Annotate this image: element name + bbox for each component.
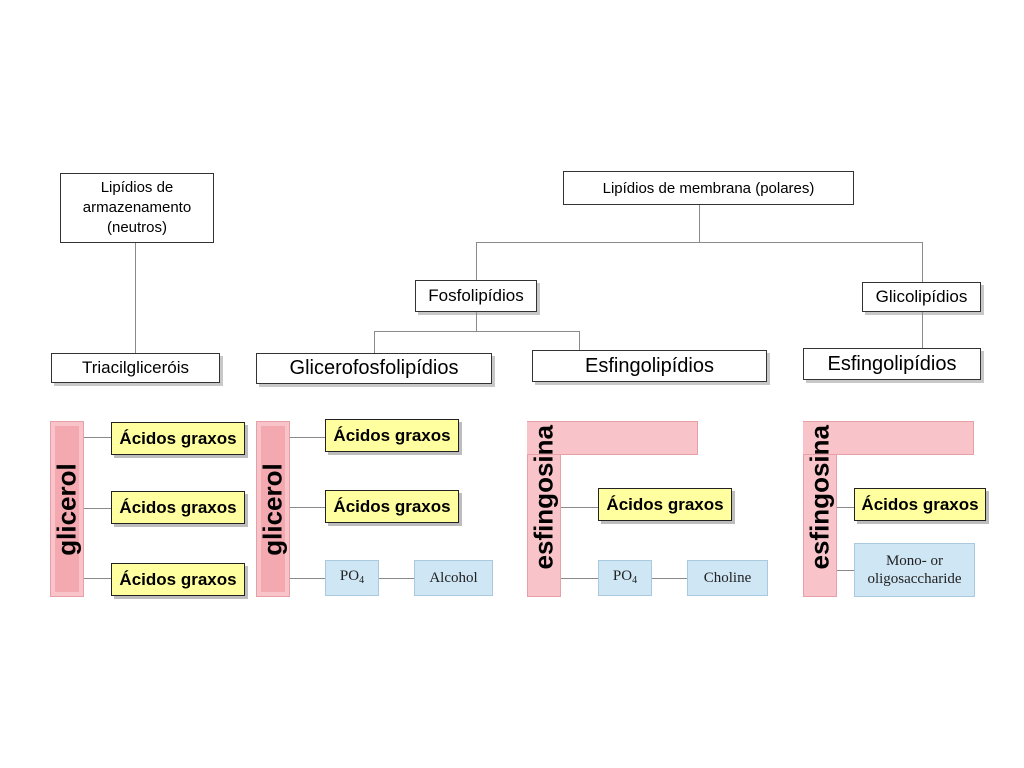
connector bbox=[374, 331, 375, 353]
sphingosine-backbone-top bbox=[527, 421, 698, 455]
fatty-acid-label: Ácidos graxos bbox=[333, 496, 451, 516]
connector bbox=[652, 578, 688, 579]
storage-lipids-box: Lipídios de armazenamento (neutros) bbox=[60, 173, 214, 243]
triacylglycerols-label: Triacilgliceróis bbox=[81, 358, 190, 377]
glycerol-label: glicerol bbox=[51, 463, 82, 556]
fatty-acid-label: Ácidos graxos bbox=[119, 569, 237, 589]
connector bbox=[561, 578, 599, 579]
choline-box: Choline bbox=[687, 560, 768, 596]
fatty-acid-box: Ácidos graxos bbox=[854, 488, 986, 521]
fatty-acid-box: Ácidos graxos bbox=[111, 491, 245, 524]
sphingolipids-box: Esfingolipídios bbox=[532, 350, 767, 382]
choline-label: Choline bbox=[703, 570, 752, 586]
connector bbox=[837, 507, 855, 508]
sphingosine-label: esfingosina bbox=[528, 425, 559, 570]
phosphate-label: PO4 bbox=[612, 567, 638, 586]
glycerol-backbone-inner bbox=[261, 426, 285, 592]
glycerol-label: glicerol bbox=[257, 463, 288, 556]
connector bbox=[699, 205, 700, 242]
saccharide-box: Mono- or oligosaccharide bbox=[854, 543, 975, 597]
fatty-acid-label: Ácidos graxos bbox=[119, 497, 237, 517]
sphingosine-label: esfingosina bbox=[804, 425, 835, 570]
connector bbox=[561, 507, 599, 508]
phosphate-box: PO4 bbox=[598, 560, 652, 596]
storage-lipids-label: Lipídios de armazenamento (neutros) bbox=[82, 179, 192, 236]
connector bbox=[379, 578, 415, 579]
glycerophospholipids-label: Glicerofosfolipídios bbox=[289, 357, 459, 379]
connector bbox=[476, 242, 923, 243]
fatty-acid-box: Ácidos graxos bbox=[325, 490, 459, 523]
glycerophospholipids-box: Glicerofosfolipídios bbox=[256, 353, 492, 384]
connector bbox=[922, 312, 923, 350]
connector bbox=[290, 507, 326, 508]
phosphate-label: PO4 bbox=[339, 567, 365, 586]
triacylglycerols-box: Triacilgliceróis bbox=[51, 353, 220, 383]
connector bbox=[84, 508, 112, 509]
connector bbox=[84, 578, 112, 579]
alcohol-box: Alcohol bbox=[414, 560, 493, 596]
connector bbox=[837, 570, 855, 571]
sphingolipids-label: Esfingolipídios bbox=[827, 352, 957, 375]
connector bbox=[84, 437, 112, 438]
phospholipids-box: Fosfolipídios bbox=[415, 280, 537, 312]
membrane-lipids-label: Lipídios de membrana (polares) bbox=[602, 179, 815, 197]
alcohol-label: Alcohol bbox=[429, 570, 478, 586]
fatty-acid-box: Ácidos graxos bbox=[325, 419, 459, 452]
glycolipids-box: Glicolipídios bbox=[862, 282, 981, 312]
connector bbox=[290, 437, 326, 438]
glycolipids-label: Glicolipídios bbox=[875, 287, 968, 306]
fatty-acid-box: Ácidos graxos bbox=[598, 488, 732, 521]
phospholipids-label: Fosfolipídios bbox=[428, 286, 524, 305]
fatty-acid-box: Ácidos graxos bbox=[111, 563, 245, 596]
glycerol-backbone-inner bbox=[55, 426, 79, 592]
connector bbox=[476, 312, 477, 332]
fatty-acid-label: Ácidos graxos bbox=[333, 425, 451, 445]
membrane-lipids-box: Lipídios de membrana (polares) bbox=[563, 171, 854, 205]
phosphate-box: PO4 bbox=[325, 560, 379, 596]
connector bbox=[374, 331, 580, 332]
fatty-acid-label: Ácidos graxos bbox=[606, 494, 724, 514]
fatty-acid-label: Ácidos graxos bbox=[119, 428, 237, 448]
fatty-acid-box: Ácidos graxos bbox=[111, 422, 245, 455]
saccharide-label: Mono- or oligosaccharide bbox=[867, 553, 962, 587]
sphingolipids-label: Esfingolipídios bbox=[585, 354, 714, 377]
connector bbox=[476, 242, 477, 280]
connector bbox=[135, 243, 136, 353]
sphingosine-backbone-top bbox=[803, 421, 974, 455]
sphingolipids-box: Esfingolipídios bbox=[803, 348, 981, 380]
fatty-acid-label: Ácidos graxos bbox=[861, 494, 979, 514]
connector bbox=[922, 242, 923, 282]
connector bbox=[290, 578, 326, 579]
connector bbox=[579, 331, 580, 351]
